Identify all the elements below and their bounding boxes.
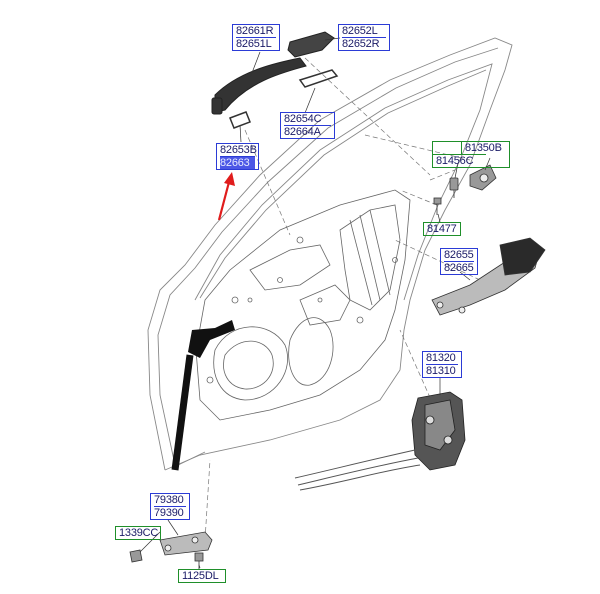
inner-panel bbox=[195, 189, 411, 421]
label-bolt[interactable]: 81477 bbox=[423, 222, 461, 236]
part-number: 1125DL bbox=[182, 570, 219, 582]
gasket-part bbox=[229, 69, 339, 129]
part-number: 82654C bbox=[284, 113, 322, 125]
part-number: 82661R bbox=[236, 25, 274, 37]
leader-lines bbox=[139, 37, 491, 569]
part-number: 81456C bbox=[433, 154, 486, 167]
red-arrow bbox=[217, 172, 235, 221]
label-handle-top[interactable]: 82661R 82651L bbox=[232, 24, 280, 51]
label-screw1[interactable]: 1339CC bbox=[115, 526, 161, 540]
part-number: 79380 bbox=[154, 494, 184, 506]
part-number: 82655 bbox=[444, 249, 474, 261]
part-number: 82652L bbox=[342, 25, 378, 37]
door-checker-rod bbox=[171, 320, 235, 471]
part-number: 1339CC bbox=[119, 527, 159, 539]
part-number: 82653B bbox=[220, 144, 257, 156]
label-base[interactable]: 82653B 82663 bbox=[216, 143, 259, 170]
part-number: 82664A bbox=[284, 125, 331, 138]
bolt-parts bbox=[433, 164, 497, 215]
part-number: 81477 bbox=[427, 223, 457, 235]
part-number: 82651L bbox=[236, 37, 276, 50]
checker-bracket bbox=[129, 531, 213, 570]
part-number-highlighted: 82663 bbox=[220, 156, 255, 169]
label-gasket[interactable]: 82654C 82664A bbox=[280, 112, 335, 139]
label-bolt-set[interactable]: 81350B 81456C bbox=[432, 141, 510, 168]
handle-cover-part bbox=[287, 31, 335, 58]
latch-part bbox=[411, 391, 466, 471]
label-cover-top[interactable]: 82652L 82652R bbox=[338, 24, 390, 51]
inner-handle-part bbox=[211, 57, 307, 115]
part-number: 81310 bbox=[426, 364, 458, 377]
part-number: 82665 bbox=[444, 261, 474, 274]
label-checker[interactable]: 79380 79390 bbox=[150, 493, 190, 520]
outer-handle-part bbox=[431, 237, 546, 316]
part-number: 82652R bbox=[342, 37, 386, 50]
label-screw2[interactable]: 1125DL bbox=[178, 569, 226, 583]
part-number: 81350B bbox=[461, 142, 509, 154]
label-latch[interactable]: 81320 81310 bbox=[422, 351, 462, 378]
part-number: 81320 bbox=[426, 352, 456, 364]
label-outer-handle[interactable]: 82655 82665 bbox=[440, 248, 478, 275]
latch-cables bbox=[294, 449, 421, 491]
part-number: 79390 bbox=[154, 506, 186, 519]
